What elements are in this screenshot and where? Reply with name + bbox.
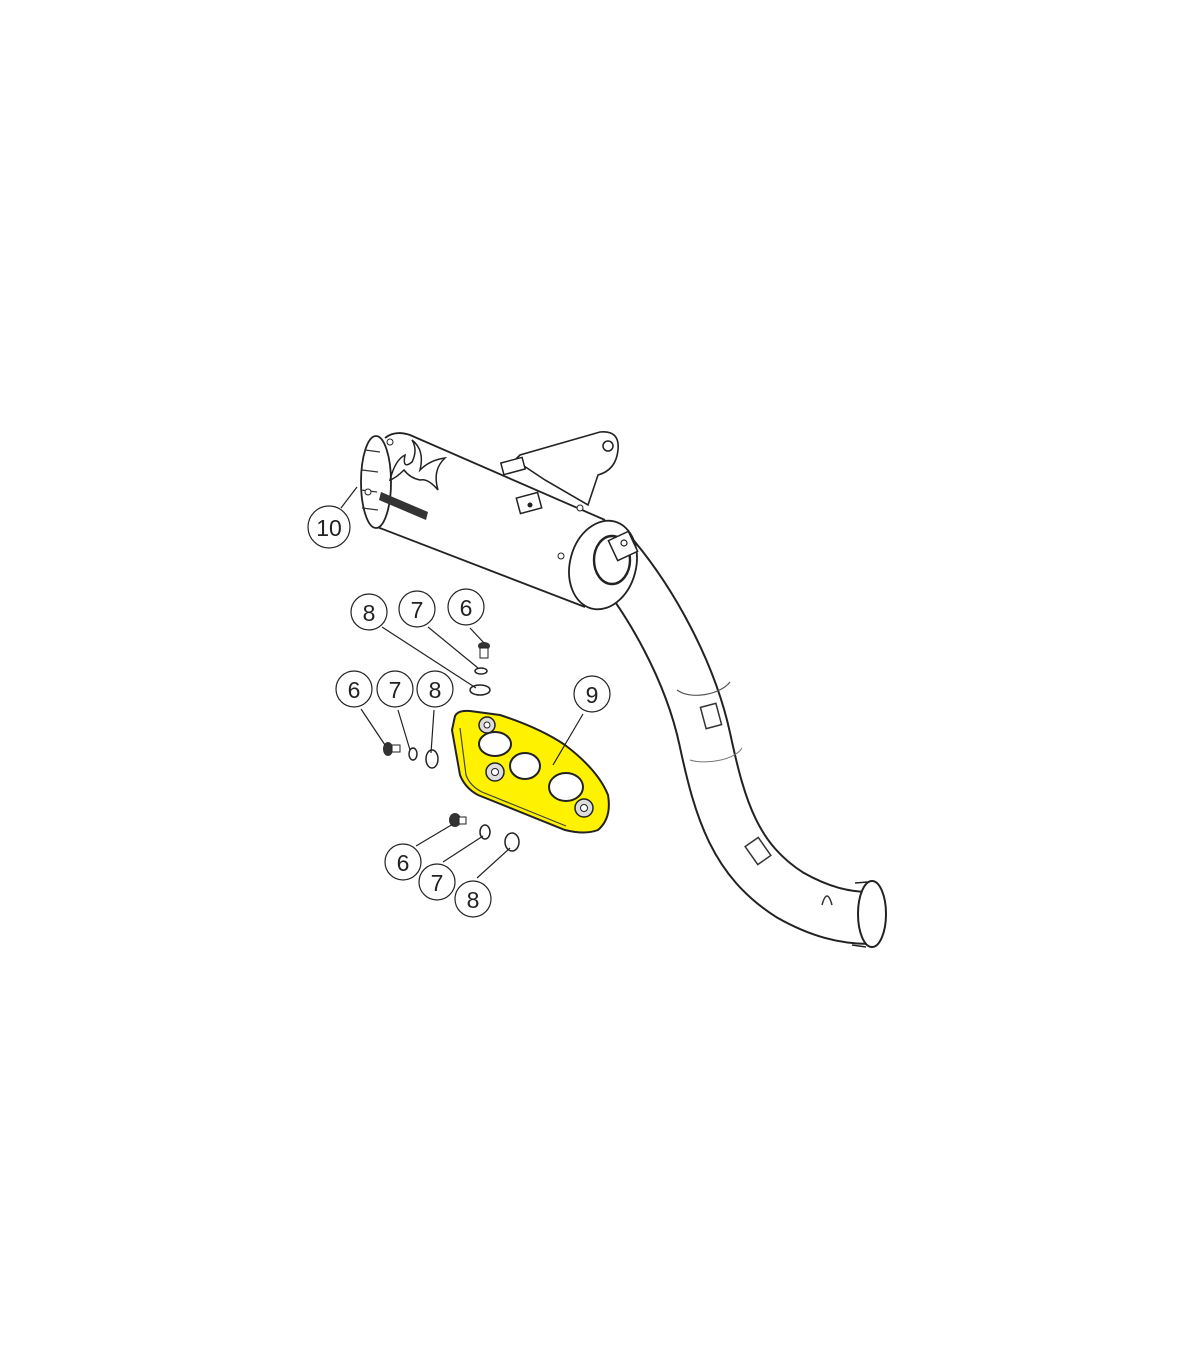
- callout-8-top: 8: [350, 593, 388, 631]
- heat-shield: [450, 709, 610, 834]
- svg-text:6: 6: [397, 850, 410, 876]
- pipe-bracket: [699, 702, 723, 730]
- callout-10: 10: [307, 505, 351, 549]
- callout-7-bottom: 7: [418, 863, 456, 901]
- washer-small-left: [408, 747, 418, 761]
- callout-6-left: 6: [335, 670, 373, 708]
- washer-small-bottom: [479, 824, 491, 840]
- svg-text:9: 9: [586, 682, 599, 708]
- callout-8-bottom: 8: [454, 880, 492, 918]
- svg-text:7: 7: [411, 597, 424, 623]
- brand-wordmark: [379, 492, 428, 520]
- svg-text:7: 7: [431, 870, 444, 896]
- svg-text:6: 6: [460, 595, 473, 621]
- svg-text:8: 8: [429, 677, 442, 703]
- brand-logo: [388, 439, 448, 491]
- pipe-bracket: [744, 836, 772, 866]
- svg-text:10: 10: [316, 515, 342, 541]
- end-cap: [360, 435, 392, 529]
- fasteners: [383, 642, 520, 852]
- svg-text:8: 8: [363, 600, 376, 626]
- svg-text:7: 7: [389, 677, 402, 703]
- washer-bottom: [504, 832, 520, 852]
- callout-9: 9: [573, 675, 611, 713]
- screw-bottom: [449, 813, 467, 827]
- leader-lines: [340, 486, 584, 879]
- callout-8-left: 8: [416, 670, 454, 708]
- muffler: [360, 431, 639, 611]
- screw-top: [478, 642, 490, 659]
- pipe-outlet-ring: [857, 880, 887, 948]
- screw-left: [383, 742, 401, 756]
- mounting-bracket: [513, 431, 619, 507]
- callout-7-top: 7: [398, 590, 436, 628]
- svg-text:8: 8: [467, 887, 480, 913]
- washer-left: [425, 749, 439, 769]
- callout-6-top: 6: [447, 588, 485, 626]
- svg-text:6: 6: [348, 677, 361, 703]
- link-pipe: [591, 537, 887, 948]
- callout-6-bottom: 6: [384, 843, 422, 881]
- washer-small-top: [474, 667, 488, 675]
- callout-7-left: 7: [376, 670, 414, 708]
